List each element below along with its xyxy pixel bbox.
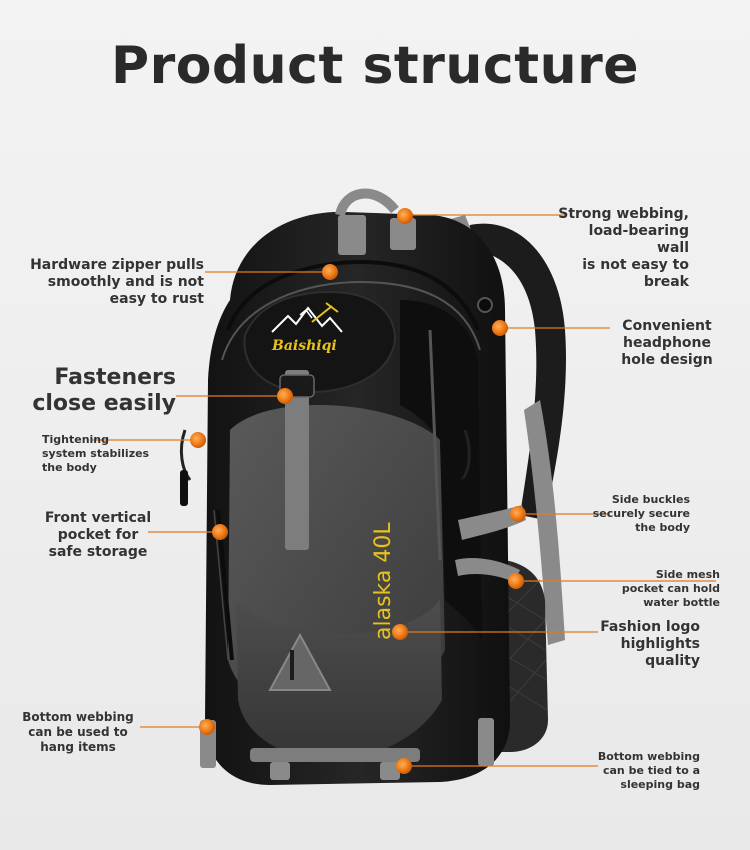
marker-headphone-icon (492, 320, 508, 336)
marker-tightening-icon (190, 432, 206, 448)
bottom-webbing-right (478, 718, 494, 766)
callout-mesh: Side mesh pocket can hold water bottle (621, 568, 720, 609)
triangle-patch (268, 632, 332, 691)
cord-toggle-left (180, 470, 188, 506)
zipper-gray-trim (221, 280, 481, 361)
brand-logo: Baishiqi (271, 338, 337, 354)
top-handle (335, 188, 399, 217)
main-zipper (226, 259, 480, 331)
callout-webbing: Strong webbing, load-bearing wall is not… (558, 206, 689, 290)
callout-lines (92, 214, 716, 767)
marker-buckles-icon (510, 506, 526, 522)
side-accent (400, 300, 482, 640)
callout-bottom-hang: Bottom webbing can be used to hang items (22, 710, 134, 754)
marker-bottom-tie-icon (396, 758, 412, 774)
tightening-cord (179, 429, 471, 481)
bottom-loop-b (380, 762, 400, 780)
callout-headphone: Convenient headphone hole design (621, 318, 713, 368)
callout-fasteners: Fasteners close easily (32, 365, 176, 416)
marker-bottom-hang-icon (199, 719, 215, 735)
callout-tightening: Tightening system stabilizes the body (42, 433, 150, 474)
strap-webbing-right (524, 400, 565, 645)
marker-pocket-icon (212, 524, 228, 540)
mountain-logo-icon (271, 306, 343, 333)
bottom-loop-a (270, 762, 290, 780)
marker-mesh-icon (508, 573, 524, 589)
lower-panel (236, 600, 442, 760)
callout-zipper: Hardware zipper pulls smoothly and is no… (30, 257, 204, 307)
callout-markers (190, 208, 526, 774)
headphone-port (477, 297, 493, 313)
top-webbing-mid (390, 218, 416, 250)
gray-side-trim (428, 329, 442, 561)
callout-buckles: Side buckles securely secure the body (592, 493, 690, 534)
pickaxe-icon (311, 302, 339, 323)
cord-toggle-right (462, 478, 470, 514)
marker-fastener-icon (277, 388, 293, 404)
marker-zipper-icon (322, 264, 338, 280)
callout-bottom-tie: Bottom webbing can be tied to a sleeping… (597, 750, 700, 791)
callout-pocket: Front vertical pocket for safe storage (44, 510, 152, 560)
top-webbing-left (338, 215, 366, 255)
side-webbing-lower (455, 558, 520, 582)
callout-logo: Fashion logo highlights quality (600, 619, 700, 669)
marker-webbing-icon (397, 208, 413, 224)
page-title: Product structure (110, 36, 640, 96)
side-buckle-webbing (458, 505, 526, 540)
logo-flap (243, 290, 397, 394)
marker-logo-icon (392, 624, 408, 640)
fastener-strap (285, 370, 309, 550)
bottom-strap-band (250, 748, 420, 762)
model-label: alaska 40L (371, 522, 396, 640)
